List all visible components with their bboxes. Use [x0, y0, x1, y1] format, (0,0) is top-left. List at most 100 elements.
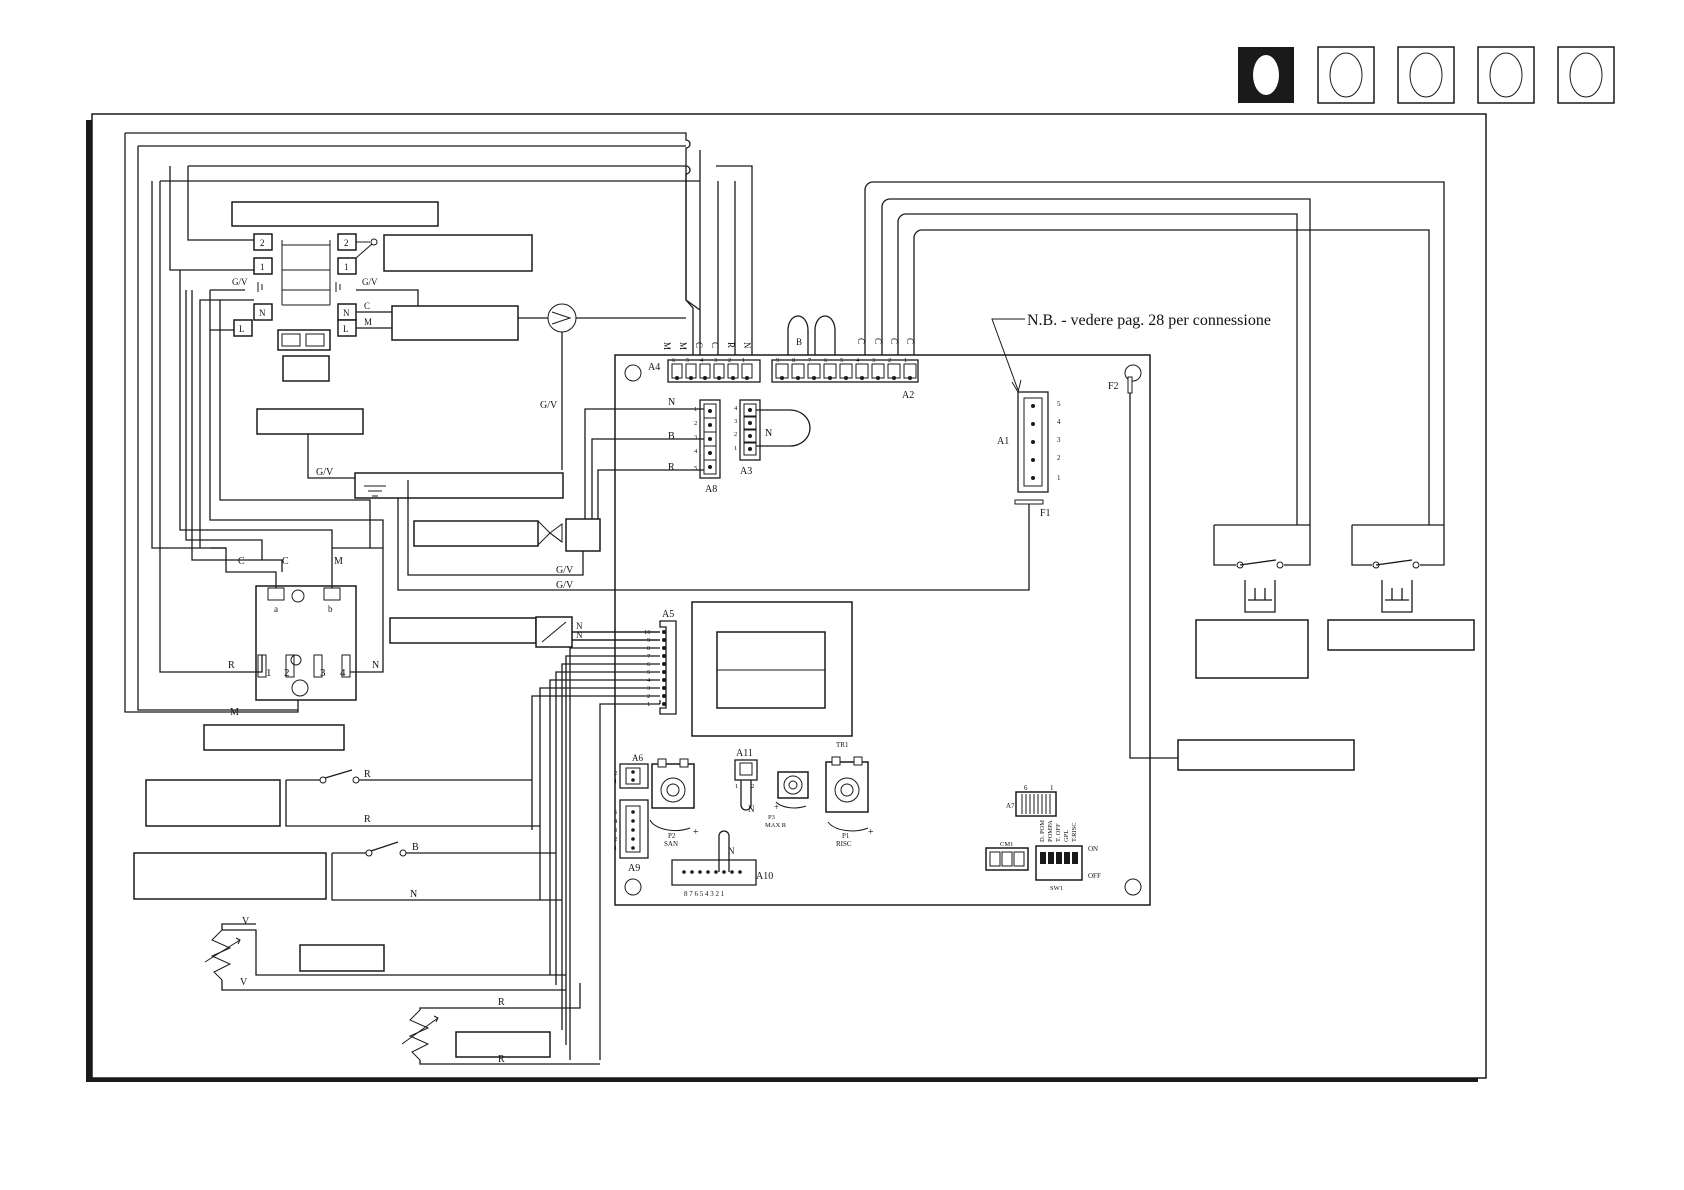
a7-pin: 1: [1050, 784, 1054, 792]
note-group: N.B. - vedere pag. 28 per connessione: [991, 312, 1271, 394]
relay-terminal: 2: [260, 238, 265, 248]
sensor-r: R R: [401, 983, 600, 1065]
a4-pin: 4: [700, 357, 704, 364]
a3-pin: 3: [734, 418, 737, 425]
valve-gv-label: G/V: [556, 565, 574, 576]
p2-sub: SAN: [664, 840, 678, 848]
a4-pin: 2: [728, 357, 731, 364]
a9-pin: 2: [614, 836, 617, 843]
connection-note: N.B. - vedere pag. 28 per connessione: [1027, 312, 1271, 329]
a3-pin: 1: [734, 445, 737, 452]
a9-pin: 4: [614, 818, 618, 825]
a2-wire-label: C: [856, 338, 866, 344]
transformer-tr1: TR1: [691, 601, 853, 749]
sensor-v-label: V: [242, 916, 250, 927]
sensor-r-label: R: [498, 997, 505, 1008]
a4-wire-label: C: [694, 342, 704, 348]
a4-wire-label: M: [662, 342, 672, 350]
a8-pin: 3: [694, 434, 697, 441]
external-box: [1327, 619, 1475, 651]
sw1-on: ON: [1088, 845, 1098, 853]
sw1-switch-label: GPL: [1063, 830, 1070, 842]
p1-label: P1: [842, 832, 850, 840]
a9-label: A9: [628, 863, 640, 874]
dip-switch-sw1: SW1 ON OFF D. POM POMPA T. OFF GPL T.RIS…: [1035, 820, 1101, 892]
sw1-label: SW1: [1050, 885, 1063, 892]
connector-a1: A1 5 4 3 2 1: [997, 391, 1061, 493]
relay-block: 2 1 2 1 N N L L C M G/V G/V: [169, 166, 533, 382]
connector-a11: A11 1 2 N: [734, 748, 758, 814]
label-box: [256, 408, 364, 435]
a6-pin: 1: [614, 778, 617, 785]
relay-terminal: L: [239, 324, 245, 334]
gas-valve-terminal: 4: [340, 667, 346, 679]
sensor-v-label: V: [240, 977, 248, 988]
relay-terminal: N: [259, 308, 266, 318]
a4-pin: 1: [742, 357, 745, 364]
a8-pin: 2: [694, 420, 697, 427]
pot-p2: + P2 SAN: [649, 758, 699, 848]
switch-1: R R: [145, 769, 540, 827]
p3-label: P3: [768, 814, 775, 821]
svg-text:+: +: [868, 827, 874, 838]
a2-wire-label: C: [873, 338, 883, 344]
a2-wire-label: C: [889, 338, 899, 344]
sw1-switch-label: POMPA: [1047, 820, 1054, 842]
sw1-switch-label: T.RISC: [1071, 822, 1078, 842]
pump-gv-label: G/V: [540, 400, 558, 411]
gas-valve-terminal: 2: [284, 667, 290, 679]
f1-label: F1: [1040, 508, 1051, 519]
switch-1-label-r: R: [364, 769, 371, 780]
pot-p3: + P3 MAX R: [765, 771, 809, 829]
a4-wire-label: M: [678, 342, 688, 350]
connector-a6: A6 2 1: [614, 753, 649, 789]
a3-label: A3: [740, 466, 752, 477]
a4-wire-label: N: [742, 342, 752, 349]
a4-pin: 5: [686, 357, 689, 364]
a11-pin: 1: [735, 783, 738, 790]
a2-pin: 9: [776, 357, 779, 364]
relay-terminal: N: [343, 308, 350, 318]
connector-a8: A8 1 2 3 4 5 N B R: [584, 397, 721, 522]
gas-valve-label-n: N: [372, 660, 379, 671]
gas-valve-terminal: b: [328, 604, 333, 614]
gas-valve-label-c: C: [282, 556, 289, 567]
a10-wire-label: N: [728, 846, 735, 856]
label-box: [145, 779, 281, 827]
pot-p1: + P1 RISC: [825, 756, 874, 848]
a2-pin: 8: [792, 357, 795, 364]
page-marker-3: [1397, 46, 1455, 104]
page-marker-5: [1557, 46, 1615, 104]
relay-wire-label: C: [364, 301, 370, 311]
sw1-off: OFF: [1088, 872, 1101, 880]
a4-pin: 6: [672, 357, 676, 364]
relay-terminal: 2: [344, 238, 349, 248]
a4-pin: 3: [714, 357, 717, 364]
sensor-v: V V: [204, 916, 566, 991]
relay-wire-label: M: [364, 317, 372, 327]
sw1-switch-label: T. OFF: [1055, 823, 1062, 842]
switch-1-label-r: R: [364, 814, 371, 825]
a5-wire-label: N: [576, 630, 583, 640]
a7-label: A7: [1006, 802, 1015, 810]
a8-pin: 5: [694, 465, 697, 472]
a6-pin: 2: [614, 770, 617, 777]
a3-pin: 4: [734, 405, 738, 412]
mount-hole: [624, 364, 642, 382]
gas-valve-label-c: C: [238, 556, 245, 567]
page-marker-4: [1477, 46, 1535, 104]
a8-pin: 4: [694, 448, 698, 455]
a10-pins: 8 7 6 5 4 3 2 1: [684, 890, 725, 898]
relay-terminal: L: [343, 324, 349, 334]
a2-label: A2: [902, 390, 914, 401]
a7-pin: 6: [1024, 784, 1028, 792]
a5-label: A5: [662, 609, 674, 620]
connector-a3: A3 4 3 2 1 N: [734, 399, 811, 477]
relay-terminal: 1: [344, 262, 349, 272]
a8-wire-label: R: [668, 462, 675, 473]
a4-wire-label: R: [726, 342, 736, 348]
label-box: [455, 1031, 551, 1058]
a3-pin: 2: [734, 431, 737, 438]
valve-block: G/V G/V: [407, 480, 601, 591]
